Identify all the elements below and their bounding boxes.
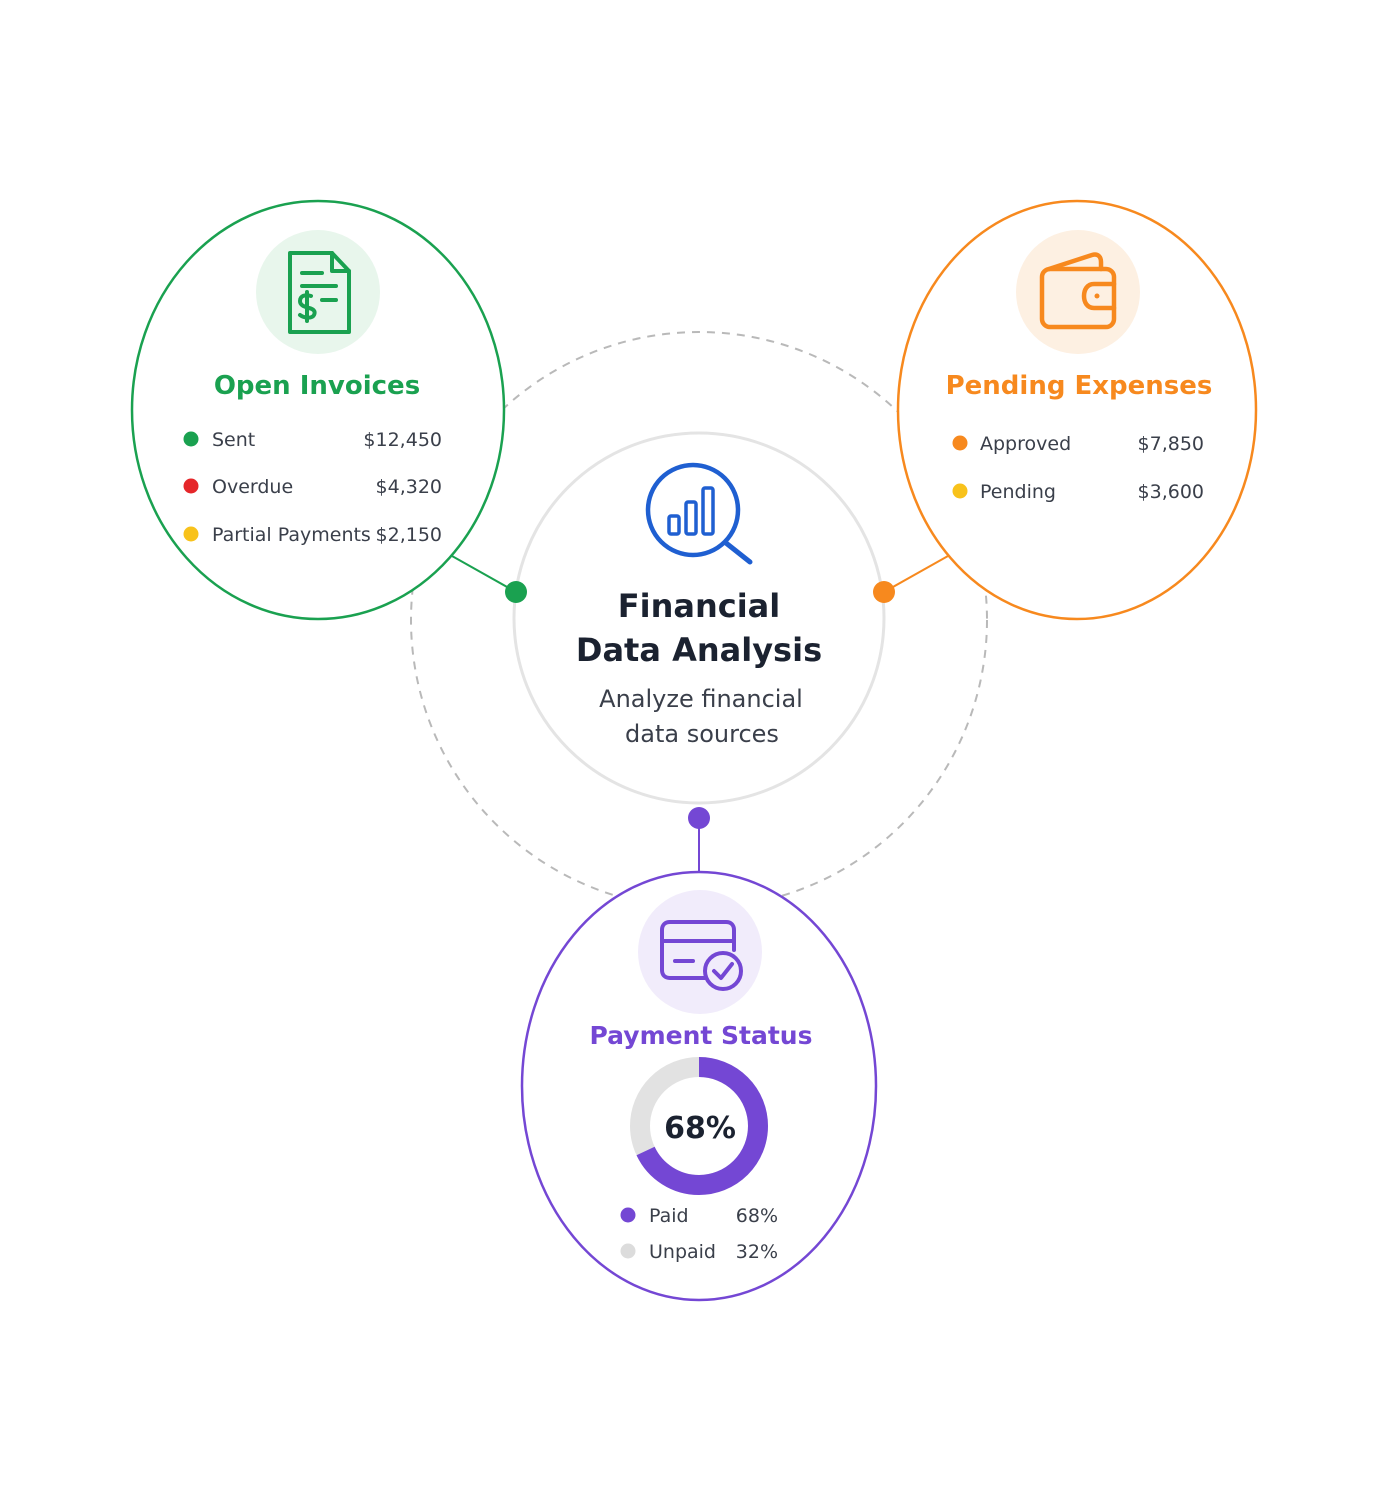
center-subtitle-line1: Analyze financial: [599, 685, 803, 713]
wallet-icon: [1039, 252, 1117, 330]
center-title-line1: Financial: [618, 587, 780, 625]
expense-value-pending: $3,600: [1138, 481, 1204, 503]
chart-magnifier-icon: [645, 462, 753, 565]
wallet-icon-badge: [1016, 230, 1140, 354]
connector-dot-green: [505, 581, 527, 603]
invoice-dot-overdue: [183, 478, 199, 494]
payment-status-node: Payment Status 68% Paid 68% Unpaid 32%: [520, 870, 878, 1302]
invoice-value-sent: $12,450: [363, 429, 442, 451]
expense-label-approved: Approved: [980, 433, 1071, 455]
center-subtitle-line2: data sources: [625, 720, 779, 748]
invoice-label-partial: Partial Payments: [212, 524, 371, 546]
payment-dot-paid: [620, 1207, 636, 1223]
invoice-dot-partial: [183, 526, 199, 542]
pending-expenses-title: Pending Expenses: [946, 371, 1213, 401]
connector-expenses: [883, 555, 949, 593]
center-title-line2: Data Analysis: [576, 631, 822, 669]
open-invoices-node: Open Invoices Sent $12,450 Overdue $4,32…: [130, 199, 506, 621]
card-icon-badge: [638, 890, 762, 1014]
donut-center-label: 68%: [664, 1111, 736, 1146]
expense-value-approved: $7,850: [1138, 433, 1204, 455]
invoice-document-icon: [288, 251, 351, 334]
connector-dot-orange: [873, 581, 895, 603]
invoice-label-sent: Sent: [212, 429, 255, 451]
invoice-dot-sent: [183, 431, 199, 447]
connector-invoices: [451, 555, 517, 593]
center-hub: Financial Data Analysis Analyze financia…: [512, 431, 886, 805]
invoice-value-partial: $2,150: [376, 524, 442, 546]
invoice-icon-badge: [256, 230, 380, 354]
payment-label-unpaid: Unpaid: [649, 1241, 716, 1263]
pending-expenses-node: Pending Expenses Approved $7,850 Pending…: [896, 199, 1258, 621]
credit-card-check-icon: [660, 920, 743, 991]
expense-dot-approved: [952, 435, 968, 451]
payment-status-title: Payment Status: [590, 1021, 813, 1050]
payment-value-unpaid: 32%: [736, 1241, 778, 1263]
donut-paid-arc: [630, 1057, 768, 1195]
expense-label-pending: Pending: [980, 481, 1056, 503]
expense-dot-pending: [952, 483, 968, 499]
invoice-value-overdue: $4,320: [376, 476, 442, 498]
payment-value-paid: 68%: [736, 1205, 778, 1227]
payment-dot-unpaid: [620, 1243, 636, 1259]
payment-label-paid: Paid: [649, 1205, 689, 1227]
invoice-label-overdue: Overdue: [212, 476, 293, 498]
connector-dot-purple: [688, 807, 710, 829]
open-invoices-title: Open Invoices: [214, 371, 420, 401]
